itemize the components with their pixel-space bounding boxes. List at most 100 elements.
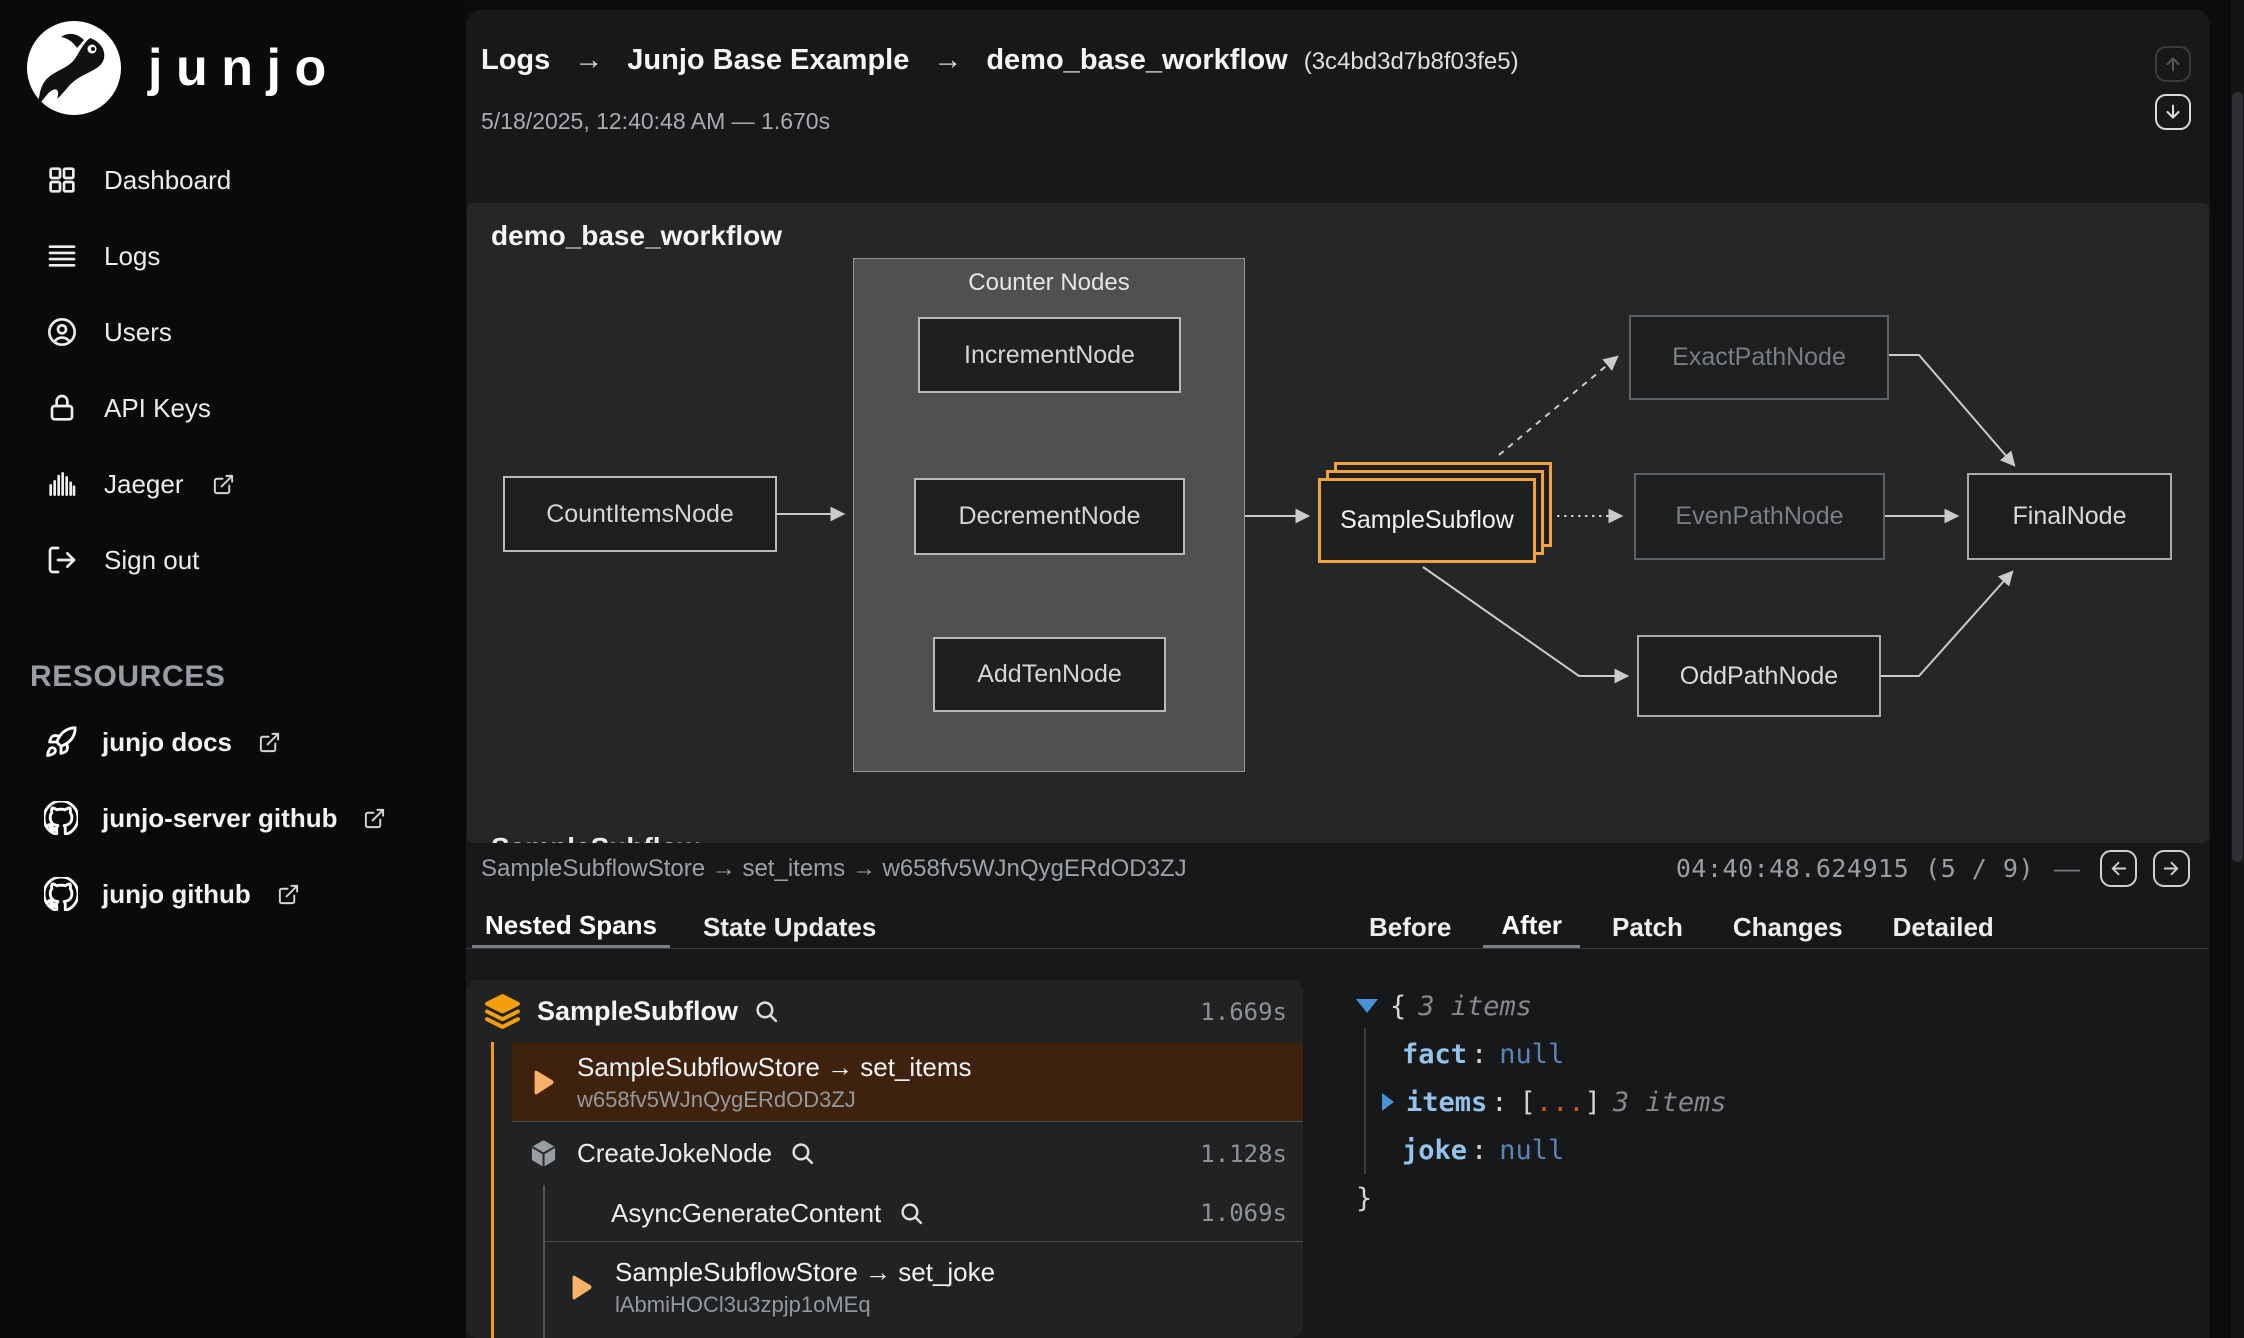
previous-update-button[interactable] — [2100, 850, 2137, 887]
tab-label: Nested Spans — [485, 910, 657, 940]
graph-node-decrement[interactable]: DecrementNode — [914, 478, 1185, 555]
page-scrollbar[interactable] — [2231, 0, 2244, 1338]
search-icon[interactable] — [790, 1141, 815, 1166]
graph-node-oddpath[interactable]: OddPathNode — [1637, 635, 1881, 717]
json-key: fact — [1402, 1038, 1468, 1070]
span-label: CreateJokeNode — [577, 1138, 773, 1168]
node-label: AddTenNode — [977, 660, 1122, 688]
json-value-null: null — [1499, 1038, 1565, 1070]
tree-row-createjokenode[interactable]: CreateJokeNode 1.128s — [512, 1122, 1303, 1185]
search-icon[interactable] — [899, 1201, 924, 1226]
sidebar-item-users[interactable]: Users — [0, 294, 466, 370]
arrow-left-icon — [2111, 861, 2127, 876]
graph-node-exactpath[interactable]: ExactPathNode — [1629, 315, 1889, 400]
github-icon — [44, 801, 78, 835]
json-bracket-open: [ — [1519, 1086, 1536, 1118]
tab-patch[interactable]: Patch — [1594, 906, 1701, 949]
graph-node-samplesubflow[interactable]: SampleSubflow — [1318, 478, 1536, 563]
resource-item-label: junjo docs — [102, 726, 232, 757]
tab-after[interactable]: After — [1483, 906, 1581, 949]
tab-label: State Updates — [702, 912, 877, 942]
logo[interactable]: junjo — [0, 0, 466, 118]
breadcrumb-arrow-icon: → — [933, 44, 963, 76]
external-link-icon — [213, 474, 233, 494]
arrow-up-icon — [2166, 57, 2180, 72]
tab-changes[interactable]: Changes — [1715, 906, 1861, 949]
sidebar-item-logs[interactable]: Logs — [0, 218, 466, 294]
scrollbar-thumb[interactable] — [2232, 92, 2243, 862]
tab-label: After — [1501, 910, 1563, 940]
tree-row-asyncgeneratecontent[interactable]: AsyncGenerateContent 1.069s — [545, 1185, 1303, 1242]
graph-node-addten[interactable]: AddTenNode — [933, 637, 1166, 712]
breadcrumb-logs-link[interactable]: Logs — [481, 44, 551, 76]
jump-to-top-button[interactable] — [2155, 46, 2191, 82]
node-label: DecrementNode — [958, 502, 1141, 530]
cube-icon — [531, 1140, 556, 1167]
tab-detailed[interactable]: Detailed — [1875, 906, 2012, 949]
tab-nested-spans[interactable]: Nested Spans — [472, 906, 670, 949]
group-label: Counter Nodes — [968, 269, 1130, 296]
tree-indent-guide-root — [491, 1042, 494, 1338]
breadcrumb-parent-link[interactable]: Junjo Base Example — [627, 44, 910, 76]
graph-node-final[interactable]: FinalNode — [1967, 473, 2172, 560]
external-link-icon — [278, 884, 298, 904]
json-close-brace: } — [1356, 1182, 1373, 1214]
selected-span-path: SampleSubflowStore → set_items → w658fv5… — [481, 855, 1187, 882]
graph-node-increment[interactable]: IncrementNode — [918, 317, 1181, 393]
tab-state-updates[interactable]: State Updates — [690, 906, 889, 949]
state-update-id: lAbmiHOCl3u3zpjp1oMEq — [615, 1291, 871, 1317]
tree-row-set-items-selected[interactable]: SampleSubflowStore → set_items w658fv5WJ… — [512, 1043, 1303, 1122]
next-update-button[interactable] — [2153, 850, 2190, 887]
state-update-page-indicator: (5 / 9) — [1925, 854, 2034, 883]
json-key: items — [1406, 1086, 1488, 1118]
json-line-joke: joke: null — [1356, 1126, 1727, 1174]
sidebar-item-junjo-server-github[interactable]: junjo-server github — [0, 780, 466, 856]
node-label: SampleSubflow — [1340, 506, 1514, 534]
tab-label: Patch — [1612, 912, 1683, 942]
json-state-viewer: { 3 items fact: null items: [...] 3 item… — [1356, 982, 1727, 1222]
tree-indent-guide-nested — [543, 1185, 545, 1338]
json-open-brace: { — [1390, 990, 1407, 1022]
collapse-triangle-icon[interactable] — [1356, 999, 1378, 1013]
play-icon — [572, 1275, 592, 1299]
json-array-collapsed[interactable]: [...] — [1520, 1087, 1601, 1118]
tabs-divider — [466, 948, 2208, 949]
workflow-id: (3c4bd3d7b8f03fe5) — [1303, 48, 1519, 75]
arrow-down-icon — [2166, 104, 2180, 119]
dashboard-grid-icon — [49, 167, 75, 193]
span-label: AsyncGenerateContent — [611, 1197, 882, 1228]
workflow-graph-panel[interactable]: demo_base_workflow — [467, 203, 2209, 843]
graph-title: demo_base_workflow — [491, 220, 782, 251]
search-icon[interactable] — [754, 999, 779, 1024]
sidebar-item-label: API Keys — [104, 392, 211, 423]
sidebar-item-sign-out[interactable]: Sign out — [0, 522, 466, 598]
user-circle-icon — [48, 318, 76, 346]
sidebar-nav: Dashboard Logs Users API — [0, 142, 466, 598]
json-items-meta: 3 items — [1612, 1086, 1727, 1118]
tab-before[interactable]: Before — [1351, 906, 1469, 949]
json-ellipsis: ... — [1535, 1086, 1585, 1118]
jump-to-bottom-button[interactable] — [2155, 94, 2191, 130]
state-update-id: w658fv5WJnQygERdOD3ZJ — [577, 1086, 856, 1112]
json-line-items: items: [...] 3 items — [1356, 1078, 1727, 1126]
sidebar-item-api-keys[interactable]: API Keys — [0, 370, 466, 446]
sidebar-item-label: Sign out — [104, 544, 200, 575]
main-content: Logs → Junjo Base Example → demo_base_wo… — [466, 10, 2210, 1338]
graph-node-countitems[interactable]: CountItemsNode — [503, 476, 777, 552]
sidebar-item-label: Jaeger — [104, 468, 184, 499]
expand-triangle-icon[interactable] — [1382, 1093, 1394, 1111]
sidebar-item-jaeger[interactable]: Jaeger — [0, 446, 466, 522]
execution-datetime: 5/18/2025, 12:40:48 AM — 1.670s — [481, 108, 831, 134]
tab-label: Detailed — [1892, 912, 1994, 942]
sidebar-item-label: Logs — [104, 240, 161, 271]
sidebar-item-dashboard[interactable]: Dashboard — [0, 142, 466, 218]
state-update-timestamp: 04:40:48.624915 — [1675, 854, 1910, 883]
sidebar-item-junjo-github[interactable]: junjo github — [0, 856, 466, 932]
tree-row-set-joke[interactable]: SampleSubflowStore → set_joke lAbmiHOCl3… — [512, 1242, 1303, 1332]
github-icon — [44, 877, 78, 911]
graph-node-evenpath[interactable]: EvenPathNode — [1634, 473, 1885, 560]
sidebar-item-junjo-docs[interactable]: junjo docs — [0, 704, 466, 780]
tree-root-row[interactable]: SampleSubflow 1.669s — [466, 980, 1303, 1043]
json-close-line: } — [1356, 1174, 1727, 1222]
